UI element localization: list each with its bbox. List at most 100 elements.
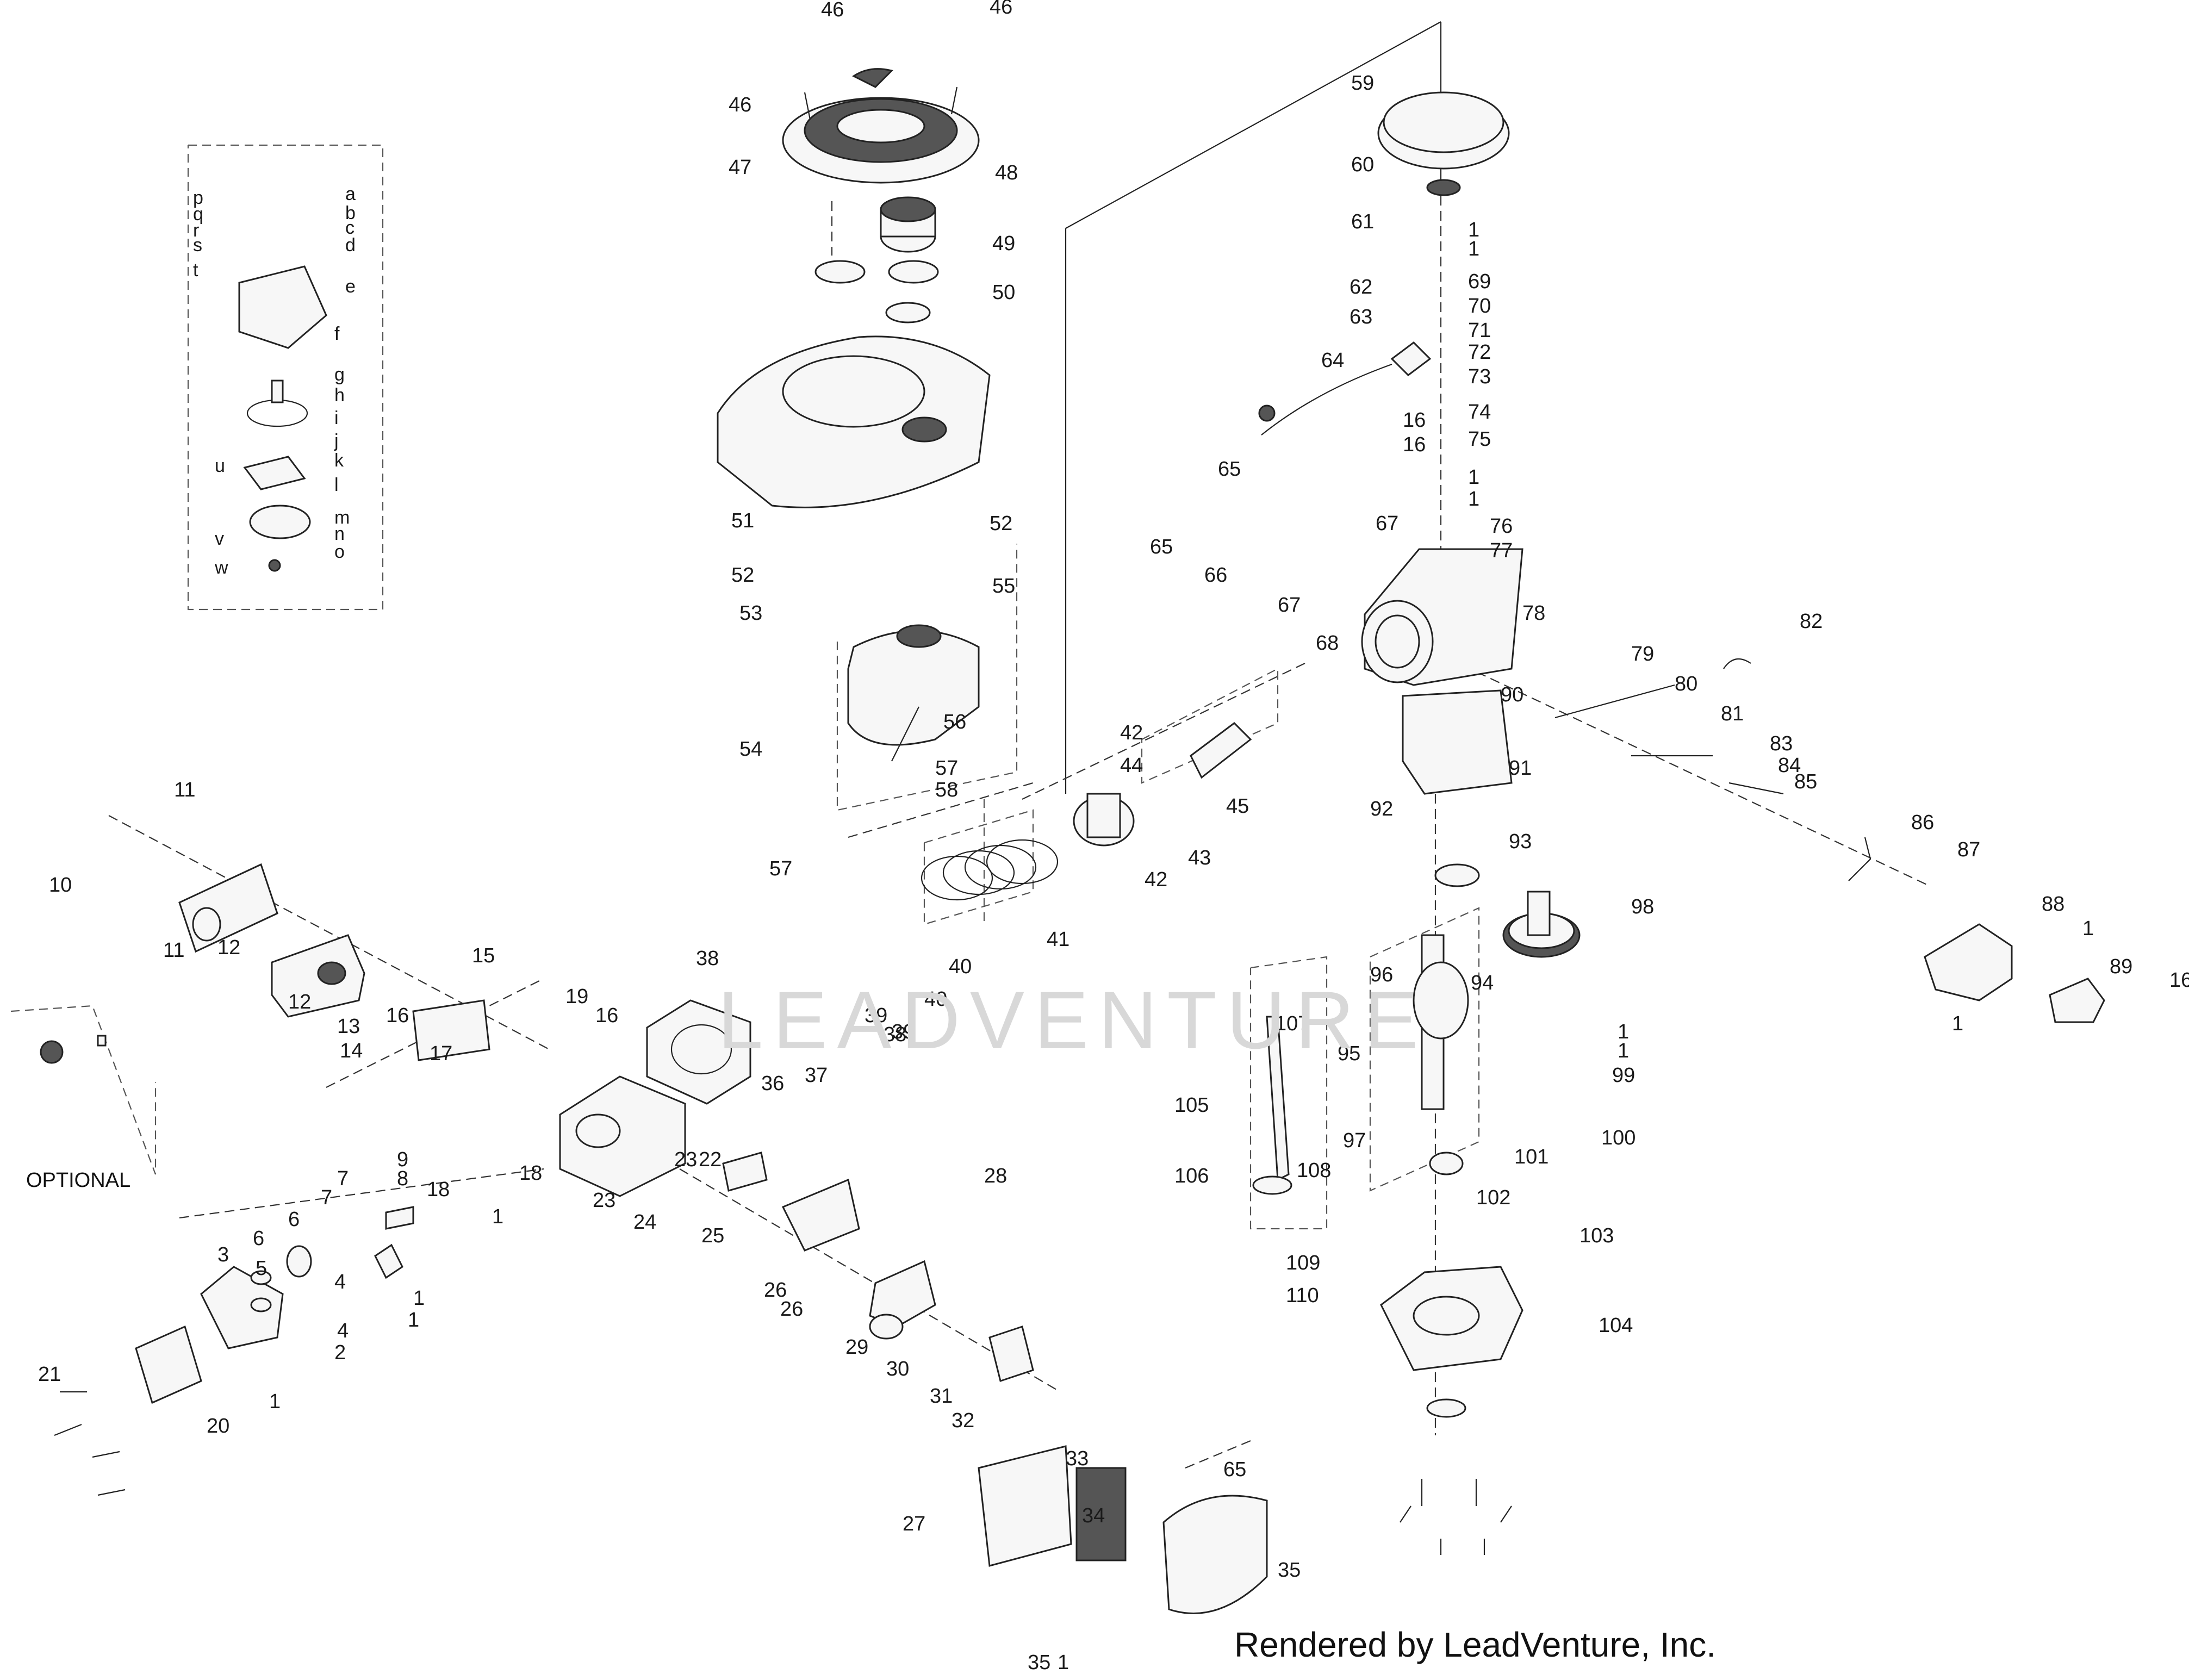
callout-64: 64 xyxy=(1321,349,1344,372)
callout-43: 43 xyxy=(1188,847,1211,869)
callout-39: 39 xyxy=(865,1004,887,1027)
carb-subpart-t: t xyxy=(193,260,198,281)
piston-rings xyxy=(921,839,1059,901)
callout-68: 68 xyxy=(1316,632,1339,655)
callout-92: 92 xyxy=(1370,798,1393,820)
callout-12: 12 xyxy=(288,991,311,1013)
callout-33: 33 xyxy=(1066,1447,1089,1470)
air-cleaner-base xyxy=(978,1445,1072,1567)
callout-26: 26 xyxy=(780,1298,803,1321)
callout-47: 47 xyxy=(729,156,751,179)
muffler xyxy=(271,934,365,1018)
callout-40: 40 xyxy=(924,988,947,1011)
carb-subpart-h: h xyxy=(334,385,345,406)
callout-74: 74 xyxy=(1468,401,1491,424)
callout-30: 30 xyxy=(886,1358,909,1380)
callout-100: 100 xyxy=(1601,1127,1635,1149)
callout-1: 1 xyxy=(1468,466,1479,489)
carburetor xyxy=(869,1260,936,1340)
callout-93: 93 xyxy=(1509,830,1532,853)
callout-34: 34 xyxy=(1082,1504,1105,1527)
callout-79: 79 xyxy=(1631,643,1654,665)
carb-spacer xyxy=(722,1152,860,1252)
callout-13: 13 xyxy=(337,1015,360,1038)
callout-107: 107 xyxy=(1275,1012,1309,1035)
callout-1: 1 xyxy=(1058,1651,1069,1674)
callout-48: 48 xyxy=(995,161,1018,184)
carb-subpart-n: n xyxy=(334,524,345,544)
callout-7: 7 xyxy=(321,1186,332,1209)
callout-46: 46 xyxy=(990,0,1012,18)
callout-18: 18 xyxy=(519,1162,542,1185)
carb-detail xyxy=(238,265,327,572)
callout-16: 16 xyxy=(1403,433,1426,456)
callout-1: 1 xyxy=(408,1309,419,1331)
callout-38: 38 xyxy=(884,1023,906,1046)
callout-1: 1 xyxy=(1468,238,1479,260)
callout-1: 1 xyxy=(1618,1021,1629,1043)
carb-subpart-b: b xyxy=(345,203,356,223)
piston xyxy=(1073,793,1135,847)
air-cleaner-cover xyxy=(1162,1495,1268,1614)
callout-102: 102 xyxy=(1476,1186,1510,1209)
carb-subpart-k: k xyxy=(334,450,344,471)
callout-73: 73 xyxy=(1468,365,1491,388)
callout-16: 16 xyxy=(386,1004,409,1027)
callout-106: 106 xyxy=(1174,1165,1209,1187)
carb-subpart-j: j xyxy=(334,431,339,451)
callout-57: 57 xyxy=(769,857,792,880)
callout-82: 82 xyxy=(1800,610,1823,633)
cylinder-head xyxy=(559,1075,686,1197)
callout-90: 90 xyxy=(1501,683,1523,706)
callout-40: 40 xyxy=(949,955,972,978)
fuel-tank xyxy=(847,624,980,762)
callout-1: 1 xyxy=(1618,1040,1629,1062)
callout-54: 54 xyxy=(739,738,762,761)
callout-1: 1 xyxy=(1468,488,1479,511)
callout-46: 46 xyxy=(821,0,844,21)
callout-98: 98 xyxy=(1631,895,1654,918)
callout-63: 63 xyxy=(1350,306,1372,328)
callout-46: 46 xyxy=(729,94,751,116)
callout-35: 35 xyxy=(1278,1559,1301,1582)
callout-1: 1 xyxy=(269,1390,281,1413)
carb-subpart-u: u xyxy=(215,456,225,476)
connecting-rod xyxy=(1190,722,1252,779)
callout-31: 31 xyxy=(930,1385,953,1408)
callout-41: 41 xyxy=(1047,928,1069,951)
callout-29: 29 xyxy=(845,1336,868,1359)
callout-60: 60 xyxy=(1351,153,1374,176)
carb-subpart-p: p xyxy=(193,188,203,208)
callout-6: 6 xyxy=(253,1227,264,1250)
callout-57: 57 xyxy=(935,757,958,780)
callout-10: 10 xyxy=(49,874,72,897)
callout-42: 42 xyxy=(1145,868,1167,891)
callout-26: 26 xyxy=(764,1279,787,1302)
callout-75: 75 xyxy=(1468,428,1491,451)
assembly-lines xyxy=(108,21,1931,1469)
carb-subpart-v: v xyxy=(215,528,224,549)
carb-subpart-a: a xyxy=(345,184,356,204)
flywheel xyxy=(1377,91,1510,196)
callout-76: 76 xyxy=(1490,515,1513,538)
callout-23: 23 xyxy=(674,1148,697,1171)
valve-springs xyxy=(250,1245,312,1312)
callout-81: 81 xyxy=(1721,702,1744,725)
carb-subpart-w: w xyxy=(214,557,228,578)
callout-97: 97 xyxy=(1343,1129,1366,1152)
carb-subpart-s: s xyxy=(193,235,202,256)
callout-80: 80 xyxy=(1675,673,1697,695)
callout-84: 84 xyxy=(1778,754,1801,777)
callout-12: 12 xyxy=(217,936,240,959)
callout-1: 1 xyxy=(1468,219,1479,241)
starter-washers xyxy=(885,260,939,323)
callout-67: 67 xyxy=(1278,594,1301,617)
callout-7: 7 xyxy=(337,1167,349,1190)
carb-subpart-m: m xyxy=(334,507,350,528)
callout-1: 1 xyxy=(492,1205,503,1228)
carb-subpart-l: l xyxy=(334,475,339,495)
intake-elbow xyxy=(988,1326,1034,1382)
